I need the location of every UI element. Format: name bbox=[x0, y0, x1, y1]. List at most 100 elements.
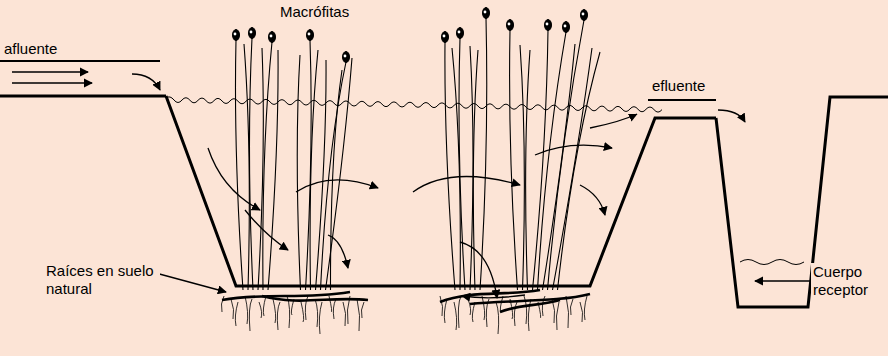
hair-root bbox=[235, 302, 238, 326]
channel-top bbox=[0, 60, 160, 62]
flow-arrow bbox=[460, 242, 497, 298]
hair-root bbox=[343, 302, 346, 326]
hair-root bbox=[273, 299, 276, 323]
hair-root bbox=[347, 296, 350, 324]
hair-root bbox=[249, 299, 252, 331]
flow-arrow bbox=[245, 210, 288, 250]
plant-stem bbox=[470, 46, 473, 290]
hair-root bbox=[333, 299, 336, 319]
receiving-body bbox=[716, 97, 888, 307]
hair-root bbox=[510, 299, 513, 319]
flow-arrows bbox=[208, 114, 637, 298]
hair-root bbox=[263, 296, 266, 316]
flow-arrow bbox=[12, 82, 92, 83]
flow-arrow bbox=[296, 180, 378, 192]
plant-head bbox=[484, 11, 487, 14]
plant-stem bbox=[445, 42, 455, 290]
hair-root bbox=[454, 302, 457, 330]
plant-stem bbox=[548, 20, 585, 290]
plant-head bbox=[457, 28, 464, 39]
hair-root bbox=[528, 299, 531, 331]
plant-stem bbox=[473, 50, 478, 290]
plant-head bbox=[564, 25, 567, 28]
plant-stem bbox=[526, 50, 530, 290]
plant-head bbox=[582, 13, 585, 16]
hair-root bbox=[524, 296, 527, 324]
hair-root bbox=[584, 296, 587, 320]
flow-arrow bbox=[132, 74, 160, 90]
hair-root bbox=[245, 296, 248, 324]
plant-stem bbox=[321, 62, 347, 290]
flow-arrow bbox=[413, 176, 520, 192]
plant-head bbox=[233, 30, 240, 41]
hair-root bbox=[361, 302, 364, 318]
plant-head bbox=[581, 10, 588, 21]
plant-head bbox=[270, 35, 273, 38]
label: afluente bbox=[2, 40, 59, 58]
plant-head bbox=[250, 31, 253, 34]
hair-root bbox=[496, 302, 499, 334]
hair-root bbox=[315, 299, 318, 327]
flow-arrow bbox=[535, 145, 612, 155]
hair-root bbox=[552, 299, 555, 323]
hair-root bbox=[468, 299, 471, 315]
plant-head bbox=[458, 31, 461, 34]
plant-stem bbox=[235, 40, 243, 290]
plant-head bbox=[545, 20, 552, 31]
hair-root bbox=[259, 302, 262, 318]
plant-stem bbox=[553, 48, 593, 290]
hair-root bbox=[570, 299, 573, 315]
leader-line bbox=[152, 272, 226, 292]
hair-root bbox=[458, 296, 461, 328]
plant-stem bbox=[459, 38, 465, 290]
plant-head bbox=[234, 33, 237, 36]
plant-stem bbox=[297, 55, 300, 290]
macrophytes bbox=[233, 8, 601, 291]
plant-head bbox=[508, 23, 511, 26]
plant-stem bbox=[316, 60, 327, 290]
hair-root bbox=[319, 302, 322, 334]
plant-head bbox=[344, 55, 347, 58]
plant-head bbox=[546, 23, 549, 26]
flow-arrow bbox=[328, 235, 348, 268]
hair-root bbox=[357, 299, 360, 331]
flow-arrow bbox=[718, 110, 745, 122]
plant-stem bbox=[244, 44, 249, 290]
flow-arrow bbox=[580, 185, 605, 215]
plant-stem bbox=[268, 50, 278, 290]
hair-root bbox=[287, 296, 290, 328]
plant-stem bbox=[326, 58, 353, 290]
outlet-top bbox=[648, 99, 716, 101]
flow-arrow bbox=[12, 71, 88, 72]
flow-arrow bbox=[462, 295, 525, 298]
roots bbox=[221, 290, 590, 334]
label: efluente bbox=[650, 77, 707, 95]
hair-root bbox=[482, 296, 485, 320]
plant-head bbox=[443, 35, 446, 38]
plant-head bbox=[307, 30, 314, 41]
flow-arrow bbox=[208, 148, 260, 210]
channel-bottom bbox=[0, 95, 166, 98]
hair-root bbox=[538, 302, 541, 318]
plant-stem bbox=[310, 50, 318, 290]
plant-stem bbox=[510, 30, 518, 290]
flow-arrow bbox=[590, 114, 637, 128]
label: Cuerpo receptor bbox=[811, 263, 885, 299]
plant-head bbox=[442, 32, 449, 43]
hair-root bbox=[440, 296, 443, 316]
plant-stem bbox=[520, 45, 524, 290]
plant-stem bbox=[558, 52, 601, 290]
hair-root bbox=[221, 296, 224, 312]
label: Raíces en suelo natural bbox=[44, 262, 160, 298]
hair-root bbox=[580, 302, 583, 322]
hair-root bbox=[277, 302, 280, 330]
hair-root bbox=[542, 296, 545, 316]
plant-stem bbox=[249, 38, 253, 290]
hair-root bbox=[514, 302, 517, 326]
plant-head bbox=[269, 32, 276, 43]
hair-root bbox=[305, 296, 308, 320]
hair-root bbox=[472, 302, 475, 322]
hair-root bbox=[566, 296, 569, 328]
structure bbox=[0, 61, 888, 307]
